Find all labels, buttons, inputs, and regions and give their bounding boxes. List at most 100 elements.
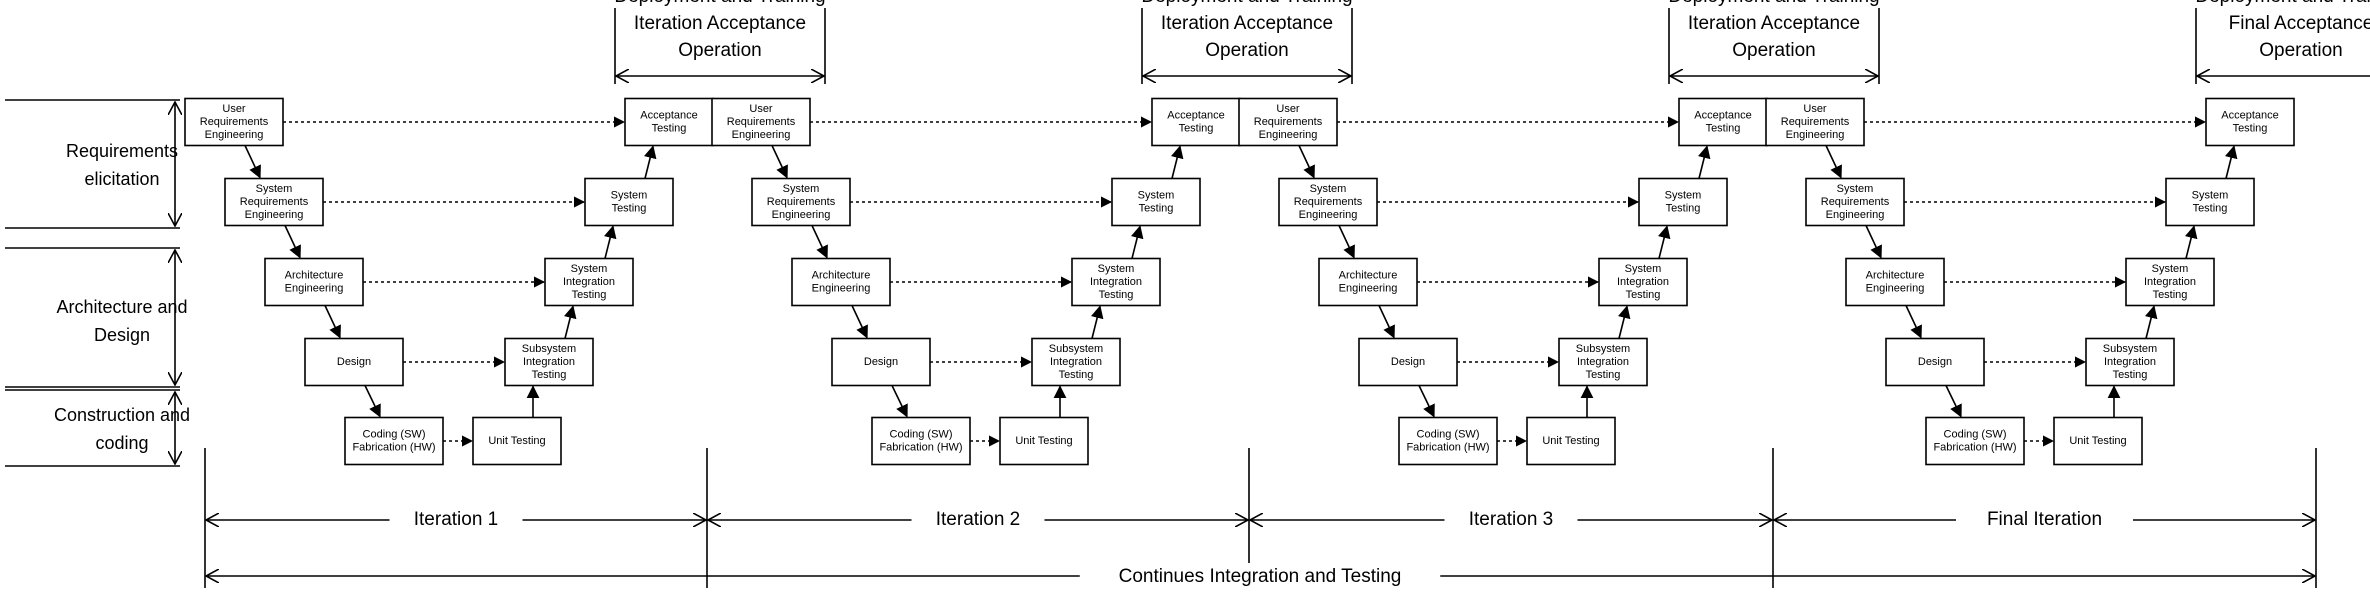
deployment-label-line: Deployment and Training <box>1141 0 1352 7</box>
unit-testing-label: Unit Testing <box>2069 435 2126 447</box>
iteration-span-3: Iteration 3 <box>1250 507 1772 533</box>
ascend-arrow <box>603 225 617 259</box>
continuous-integration-span: Continues Integration and Testing <box>206 563 2315 589</box>
system-requirements-engineering-label-line: System <box>1837 183 1874 195</box>
iteration-label: Final Iteration <box>1987 509 2102 530</box>
ascend-arrow <box>2144 305 2158 339</box>
descend-arrow <box>851 305 868 339</box>
coding-fabrication-label-line: Coding (SW) <box>890 428 953 440</box>
phase-label-line: elicitation <box>84 169 159 189</box>
coding-fabrication-label: Coding (SW)Fabrication (HW) <box>1933 428 2016 453</box>
iteration-label: Iteration 3 <box>1469 509 1554 530</box>
user-requirements-engineering-label-line: Requirements <box>1781 116 1850 128</box>
descend-arrow <box>1338 225 1355 259</box>
user-requirements-engineering-label-line: Requirements <box>1254 116 1323 128</box>
system-integration-testing-label-line: Testing <box>2153 289 2188 301</box>
system-requirements-engineering-label-line: Requirements <box>1821 196 1890 208</box>
phase-label-line: coding <box>95 433 148 453</box>
architecture-engineering-label-line: Engineering <box>812 282 871 294</box>
system-integration-testing-label-line: Integration <box>563 276 615 288</box>
user-requirements-engineering-label-line: User <box>222 103 246 115</box>
deployment-bracket: Deployment and TrainingFinal AcceptanceO… <box>2195 0 2370 84</box>
design-label-line: Design <box>337 356 371 368</box>
unit-testing-box: Unit Testing <box>472 416 562 466</box>
deployment-label-line: Deployment and Training <box>614 0 825 7</box>
user-requirements-engineering-label-line: Requirements <box>727 116 796 128</box>
descend-arrow <box>364 385 381 418</box>
architecture-engineering-label-line: Architecture <box>285 269 344 281</box>
architecture-engineering-label-line: Architecture <box>812 269 871 281</box>
subsystem-integration-testing-label-line: Subsystem <box>1049 343 1103 355</box>
ascend-arrow <box>1170 145 1184 179</box>
acceptance-testing-label-line: Testing <box>1706 122 1741 134</box>
ascend-arrow <box>643 145 657 179</box>
system-integration-testing-label-line: Integration <box>1090 276 1142 288</box>
deployment-label-line: Operation <box>2259 40 2342 61</box>
user-requirements-engineering-label-line: Engineering <box>732 129 791 141</box>
deployment-label-line: Operation <box>1732 40 1815 61</box>
subsystem-integration-testing-label-line: Testing <box>532 369 567 381</box>
design-label-line: Design <box>1391 356 1425 368</box>
acceptance-testing-label-line: Testing <box>652 122 687 134</box>
system-testing-label-line: System <box>1665 189 1702 201</box>
architecture-engineering-label-line: Architecture <box>1339 269 1398 281</box>
design-label: Design <box>1391 356 1425 368</box>
coding-fabrication-label-line: Fabrication (HW) <box>1933 441 2016 453</box>
descend-arrow <box>1945 385 1962 418</box>
coding-fabrication-label-line: Fabrication (HW) <box>1406 441 1489 453</box>
deployment-label-line: Iteration Acceptance <box>634 13 806 34</box>
iteration-span-4: Final Iteration <box>1774 507 2315 533</box>
subsystem-integration-testing-label-line: Integration <box>523 356 575 368</box>
deployment-label: Deployment and TrainingFinal AcceptanceO… <box>2195 0 2370 61</box>
deployment-label-line: Deployment and Training <box>1668 0 1879 7</box>
design-box: Design <box>1358 337 1458 387</box>
system-testing-label-line: System <box>2192 189 2229 201</box>
deployment-label-line: Final Acceptance <box>2229 13 2370 34</box>
system-requirements-engineering-label-line: Requirements <box>240 196 309 208</box>
ascend-arrow <box>2224 145 2238 179</box>
system-requirements-engineering-label-line: System <box>783 183 820 195</box>
coding-fabrication-box: Coding (SW)Fabrication (HW) <box>871 416 971 466</box>
system-testing-label-line: Testing <box>1139 202 1174 214</box>
system-integration-testing-label-line: Integration <box>1617 276 1669 288</box>
unit-testing-label-line: Unit Testing <box>2069 435 2126 447</box>
descend-arrow <box>811 225 828 259</box>
design-label: Design <box>1918 356 1952 368</box>
system-integration-testing-label-line: System <box>1098 263 1135 275</box>
coding-fabrication-label: Coding (SW)Fabrication (HW) <box>879 428 962 453</box>
subsystem-integration-testing-label-line: Testing <box>1586 369 1621 381</box>
unit-testing-label: Unit Testing <box>488 435 545 447</box>
subsystem-integration-testing-label-line: Subsystem <box>1576 343 1630 355</box>
